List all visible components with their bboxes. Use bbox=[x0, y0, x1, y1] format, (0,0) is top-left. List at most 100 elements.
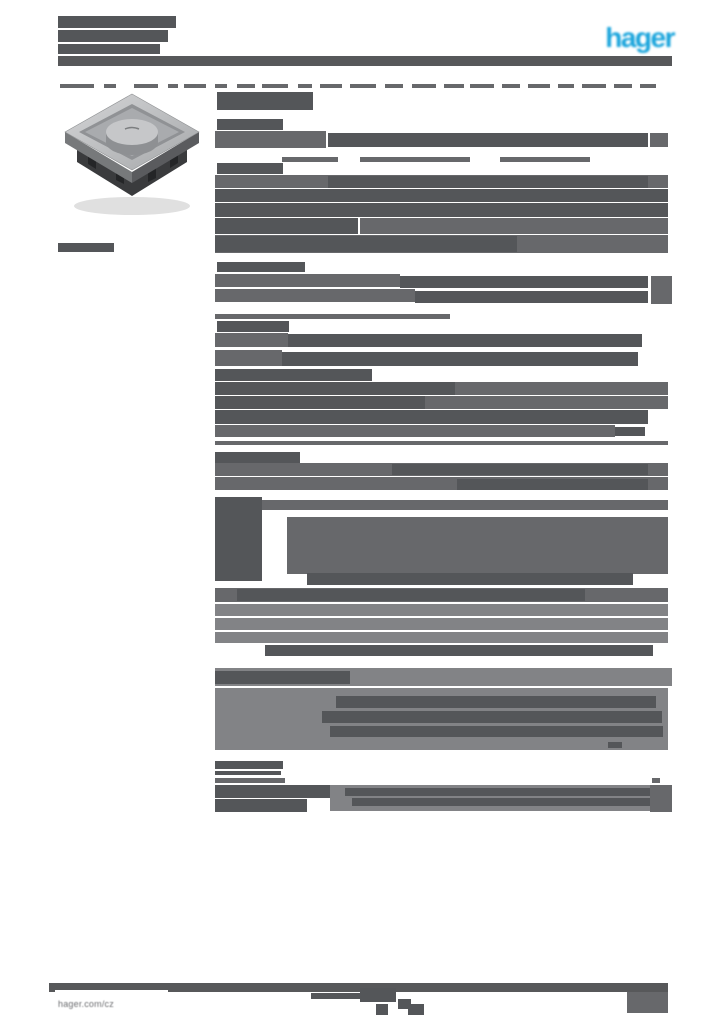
redacted-text-block bbox=[262, 500, 668, 510]
redacted-text-block bbox=[217, 119, 283, 130]
redacted-fineprint bbox=[385, 84, 403, 88]
footer-site-box: hager.com/cz bbox=[55, 990, 168, 1017]
redacted-fineprint bbox=[582, 84, 606, 88]
redacted-text-block bbox=[215, 497, 262, 581]
redacted-text-block bbox=[265, 645, 653, 656]
redacted-text-block bbox=[215, 618, 668, 630]
redacted-text-block bbox=[237, 589, 585, 601]
redacted-fineprint bbox=[412, 84, 436, 88]
redacted-text-block bbox=[215, 785, 330, 798]
redacted-footer-text bbox=[376, 1004, 388, 1015]
product-image bbox=[64, 93, 200, 215]
redacted-text-block bbox=[215, 396, 425, 409]
redacted-text-block bbox=[215, 671, 350, 684]
redacted-fineprint bbox=[60, 84, 94, 88]
redacted-text-block bbox=[215, 289, 415, 302]
redacted-text-block bbox=[215, 452, 300, 464]
redacted-fineprint bbox=[528, 84, 550, 88]
redacted-fineprint bbox=[640, 84, 656, 88]
redacted-fineprint bbox=[614, 84, 632, 88]
redacted-text-block bbox=[307, 573, 633, 585]
redacted-fineprint bbox=[215, 84, 227, 88]
redacted-page-number bbox=[627, 992, 668, 1013]
redacted-text-block bbox=[217, 262, 305, 272]
redacted-text-block bbox=[215, 799, 307, 812]
redacted-text-block bbox=[217, 92, 313, 110]
redacted-text-block bbox=[287, 517, 668, 574]
redacted-text-block bbox=[652, 778, 660, 783]
redacted-text-block bbox=[215, 441, 668, 445]
redacted-text-block bbox=[288, 334, 642, 347]
redacted-text-block bbox=[215, 189, 668, 202]
redacted-text-block bbox=[650, 133, 668, 147]
redacted-text-block bbox=[215, 425, 615, 437]
redacted-text-block bbox=[328, 133, 648, 147]
redacted-fineprint bbox=[320, 84, 342, 88]
redacted-text-block bbox=[330, 726, 663, 737]
redacted-text-block bbox=[215, 604, 668, 616]
redacted-text-block bbox=[328, 176, 648, 188]
product-shadow bbox=[74, 197, 190, 215]
redacted-text-block bbox=[360, 157, 470, 162]
redacted-text-block bbox=[400, 276, 648, 288]
redacted-text-block bbox=[345, 788, 650, 796]
redacted-text-block bbox=[215, 369, 372, 381]
footer-site-link[interactable]: hager.com/cz bbox=[58, 998, 114, 1009]
redacted-fineprint bbox=[104, 84, 116, 88]
redacted-fineprint bbox=[444, 84, 464, 88]
redacted-text-block bbox=[615, 427, 645, 436]
redacted-text-block bbox=[215, 203, 668, 217]
redacted-fineprint bbox=[350, 84, 376, 88]
product-rim-right-face bbox=[132, 132, 199, 183]
redacted-text-block bbox=[215, 350, 282, 366]
redacted-footer-text bbox=[311, 993, 369, 999]
redacted-text-block bbox=[215, 274, 400, 287]
redacted-fineprint bbox=[134, 84, 158, 88]
redacted-fineprint bbox=[237, 84, 255, 88]
product-lid-top bbox=[106, 119, 158, 145]
product-underbody bbox=[77, 142, 187, 196]
redacted-text-block bbox=[215, 314, 450, 319]
redacted-text-block bbox=[215, 236, 517, 252]
redacted-text-block bbox=[651, 276, 672, 304]
redacted-product-caption bbox=[58, 243, 114, 252]
redacted-fineprint bbox=[168, 84, 178, 88]
redacted-fineprint bbox=[470, 84, 494, 88]
redacted-text-block bbox=[217, 321, 289, 332]
product-lid-slot bbox=[124, 126, 140, 130]
footer-band bbox=[49, 983, 668, 992]
redacted-text-block bbox=[457, 479, 648, 490]
redacted-text-block bbox=[215, 771, 281, 775]
redacted-text-block bbox=[425, 396, 668, 409]
redacted-fineprint bbox=[298, 84, 312, 88]
redacted-footer-text bbox=[398, 999, 411, 1009]
redacted-text-block bbox=[215, 410, 648, 424]
redacted-text-block bbox=[282, 352, 638, 366]
redacted-fineprint bbox=[502, 84, 520, 88]
redacted-text-block bbox=[415, 291, 648, 303]
hager-logo: hager bbox=[605, 22, 675, 53]
redacted-fineprint bbox=[184, 84, 206, 88]
redacted-fineprint bbox=[262, 84, 288, 88]
redacted-text-block bbox=[392, 464, 648, 475]
redacted-text-block bbox=[336, 696, 656, 708]
redacted-text-block bbox=[282, 157, 338, 162]
product-rim-left-face bbox=[65, 132, 132, 183]
redacted-text-block bbox=[215, 131, 326, 148]
redacted-header-line bbox=[58, 30, 168, 42]
redacted-text-block bbox=[650, 785, 672, 812]
redacted-header-line bbox=[58, 16, 176, 28]
redacted-text-block bbox=[322, 711, 662, 723]
redacted-header-line bbox=[58, 44, 160, 54]
redacted-footer-text bbox=[408, 1004, 424, 1015]
redacted-footer-text bbox=[360, 988, 396, 1002]
redacted-text-block bbox=[352, 798, 662, 806]
header-rule bbox=[58, 56, 672, 66]
redacted-text-block bbox=[215, 218, 358, 234]
redacted-text-block bbox=[360, 218, 668, 234]
redacted-text-block bbox=[215, 778, 285, 783]
redacted-text-block bbox=[500, 157, 590, 162]
redacted-text-block bbox=[217, 163, 283, 174]
redacted-text-block bbox=[215, 632, 668, 643]
